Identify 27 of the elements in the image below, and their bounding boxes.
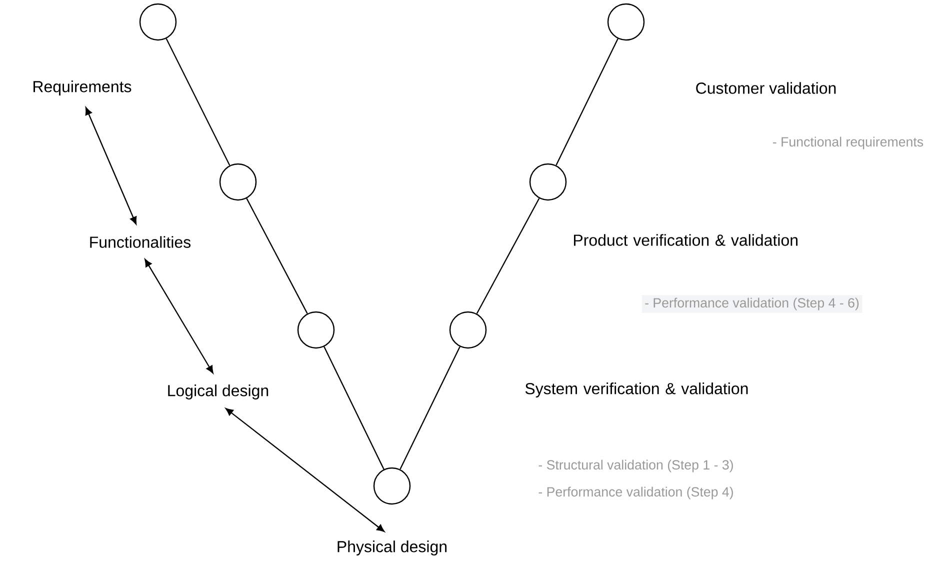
circle-node	[139, 3, 177, 41]
circle-node	[529, 163, 567, 201]
circle-node	[219, 163, 257, 201]
connector-line	[324, 346, 384, 470]
note-text: - Functional requirements	[773, 136, 924, 150]
circle-node	[373, 467, 411, 505]
note-text: - Performance validation (Step 4)	[538, 486, 733, 500]
circle-node	[449, 311, 487, 349]
stage-label: Customer validation	[696, 82, 836, 94]
connector-line	[556, 38, 618, 166]
stage-label: Requirements	[34, 80, 132, 96]
circle-node	[607, 3, 645, 41]
double-arrow	[225, 408, 385, 532]
stage-label: Functionalities	[90, 236, 191, 248]
connector-line	[476, 198, 540, 314]
stage-label: Logical design	[168, 384, 268, 400]
stage-label: Physical design	[338, 540, 447, 556]
connector-line	[400, 346, 460, 470]
connector-line	[166, 38, 230, 166]
double-arrow	[85, 107, 137, 224]
note-text: - Performance validation (Step 4 - 6)	[642, 295, 862, 313]
note-text: - Structural validation (Step 1 - 3)	[538, 460, 733, 472]
stage-label: Product verification & validation	[574, 234, 798, 246]
double-arrow	[144, 258, 214, 374]
stage-label: System verification & validation	[525, 382, 748, 398]
connector-line	[246, 198, 308, 314]
circle-node	[297, 311, 335, 349]
